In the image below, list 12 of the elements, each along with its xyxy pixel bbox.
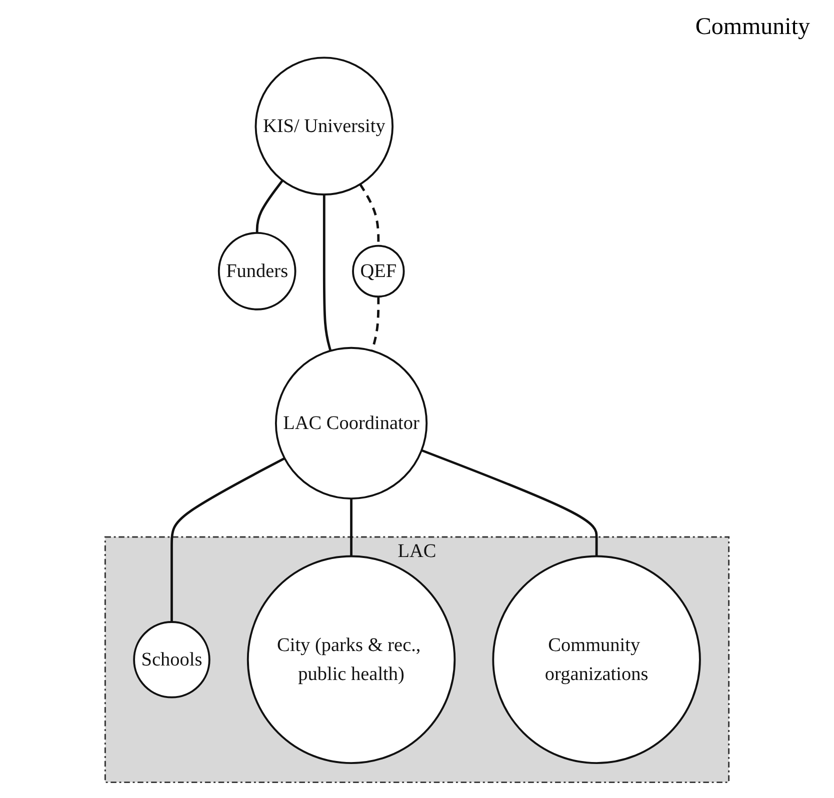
node-circle: QEF (352, 244, 405, 298)
connector (256, 180, 284, 233)
connector (170, 457, 286, 622)
node-circle: Community organizations (492, 555, 701, 764)
node-circle: Schools (133, 621, 210, 698)
node-circle: Funders (218, 232, 296, 310)
connector (421, 449, 598, 556)
connector (350, 498, 352, 556)
node-circle: LAC Coordinator (274, 346, 428, 500)
node-circle: KIS/ University (254, 56, 394, 196)
connector (322, 194, 332, 352)
region-label: Community (695, 14, 810, 41)
